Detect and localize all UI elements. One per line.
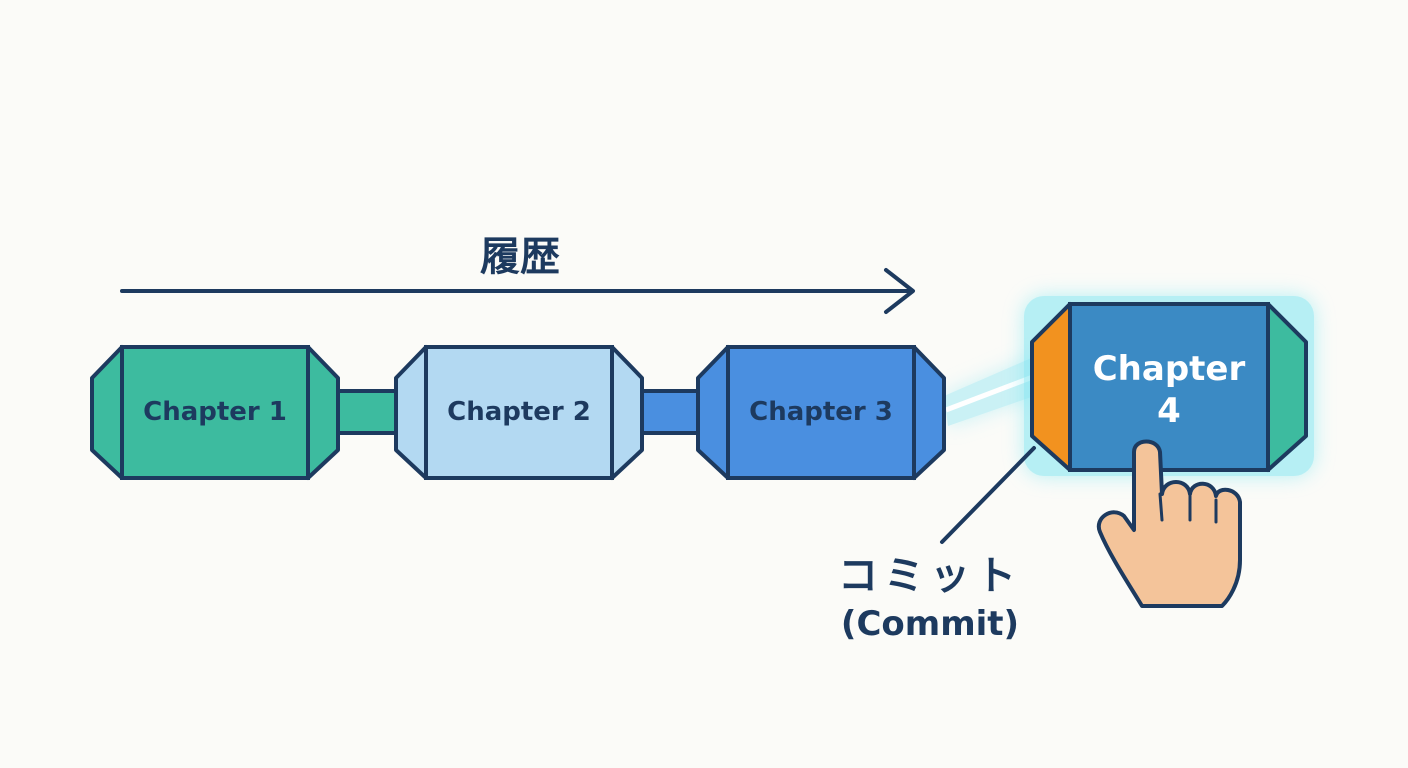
commit-pointer-line [940, 446, 1036, 544]
chapter-1-label: Chapter 1 [143, 397, 287, 427]
chapter-2-label: Chapter 2 [447, 397, 591, 427]
connector-2-3 [636, 389, 708, 435]
pointing-hand-icon [1096, 439, 1242, 608]
commit-link [944, 356, 1040, 426]
commit-label: コミット (Commit) [790, 550, 1070, 646]
history-title: 履歴 [480, 234, 560, 280]
commit-label-jp: コミット [838, 553, 1022, 599]
connector-1-2 [332, 389, 404, 435]
chapter-4-label-line2: 4 [1157, 391, 1181, 431]
chapter-3-block: Chapter 3 [696, 345, 946, 480]
chapter-2-block: Chapter 2 [394, 345, 644, 480]
chapter-4-block[interactable]: Chapter 4 [1024, 296, 1314, 476]
chapter-3-label: Chapter 3 [749, 397, 893, 427]
history-arrow [120, 268, 915, 314]
chapter-1-block: Chapter 1 [90, 345, 340, 480]
commit-label-en: (Commit) [840, 604, 1020, 644]
chapter-4-label-line1: Chapter [1093, 349, 1246, 389]
